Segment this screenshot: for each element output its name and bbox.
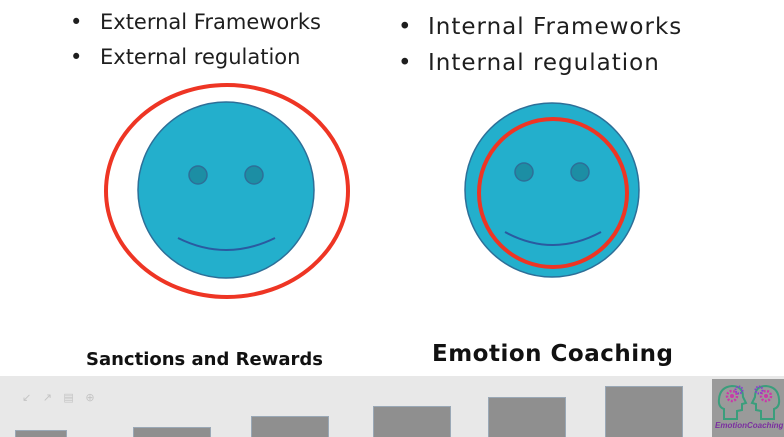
- face-circle: [137, 101, 315, 279]
- left-eye: [188, 165, 208, 185]
- emotion-coaching-caption: Emotion Coaching: [432, 341, 674, 367]
- bullet-item: • External Frameworks: [70, 8, 321, 43]
- face-circle: [464, 102, 640, 278]
- bullet-text: External Frameworks: [100, 10, 321, 34]
- internal-smiley-face: [464, 102, 640, 278]
- bullet-dot: •: [398, 14, 413, 40]
- left-eye: [514, 162, 534, 182]
- bullet-item: • Internal Frameworks: [398, 12, 682, 48]
- smile: [504, 231, 602, 246]
- bullet-dot: •: [70, 10, 83, 34]
- slide-thumbnail-strip: ↙ ↗ ▤ ⊕ EmotionCoaching: [0, 376, 784, 437]
- sanctions-and-rewards-caption: Sanctions and Rewards: [86, 349, 323, 370]
- slide-thumbnail[interactable]: [251, 416, 329, 437]
- emotion-coaching-logo: EmotionCoaching: [712, 379, 784, 437]
- slide-thumbnail[interactable]: [133, 427, 211, 437]
- bullet-dot: •: [398, 50, 413, 76]
- internal-boundary-ring: [477, 117, 629, 269]
- bullet-item: • Internal regulation: [398, 48, 682, 84]
- logo-text: EmotionCoaching: [715, 421, 784, 430]
- slide-controls[interactable]: ↙ ↗ ▤ ⊕: [22, 391, 99, 404]
- external-boundary-ring: [104, 83, 350, 299]
- right-eye: [570, 162, 590, 182]
- slide-thumbnail[interactable]: [605, 386, 683, 437]
- faces-illustration: [104, 83, 640, 299]
- heads-with-gears-icon: [717, 384, 781, 420]
- bullet-dot: •: [70, 45, 83, 69]
- bullet-text: Internal Frameworks: [428, 14, 683, 40]
- slide-thumbnail[interactable]: [488, 397, 566, 437]
- right-eye: [244, 165, 264, 185]
- internal-bullet-list: • Internal Frameworks • Internal regulat…: [398, 12, 682, 84]
- slide-thumbnail[interactable]: [373, 406, 451, 437]
- external-smiley-face: [104, 83, 350, 299]
- smile: [177, 237, 276, 251]
- bullet-text: External regulation: [100, 45, 301, 69]
- external-bullet-list: • External Frameworks • External regulat…: [70, 8, 321, 78]
- slide-thumbnail[interactable]: [15, 430, 67, 437]
- bullet-text: Internal regulation: [428, 50, 660, 76]
- bullet-item: • External regulation: [70, 43, 321, 78]
